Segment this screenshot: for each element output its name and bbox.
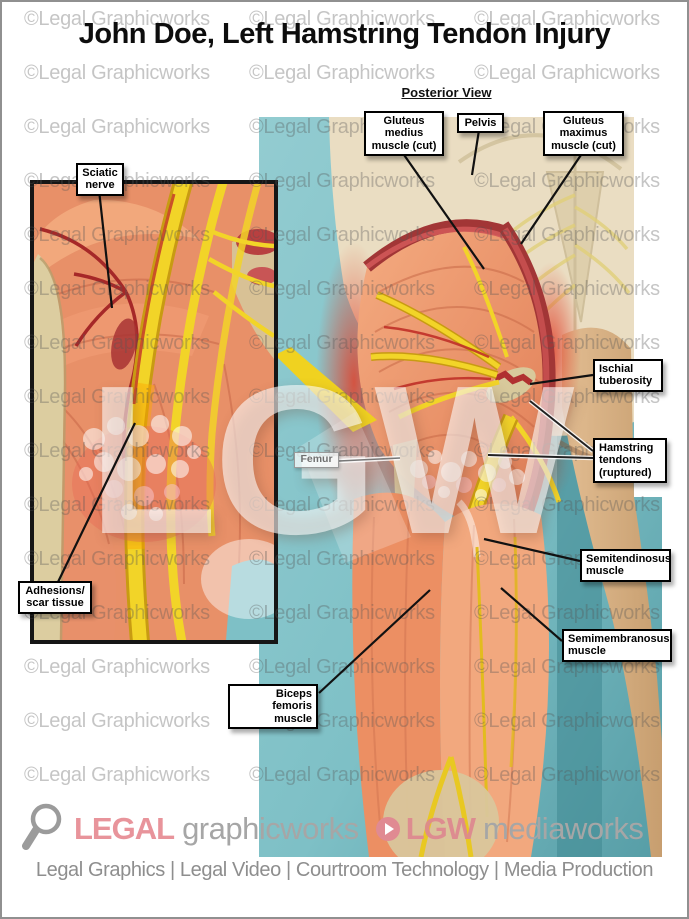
watermark-text: ©Legal Graphicworks [249,62,435,84]
nerve-beam-from-inset [275,347,377,432]
main-anatomy-illustration [259,117,662,857]
watermark-text: ©Legal Graphicworks [24,764,210,786]
inset-white-glow [201,539,274,619]
brand-legal: LEGAL [74,811,175,846]
scar-tissue-fluff [410,450,525,501]
watermark-text: ©Legal Graphicworks [24,710,210,732]
label-hamstring-tendons: Hamstring tendons (ruptured) [593,438,667,483]
watermark-text: ©Legal Graphicworks [24,116,210,138]
inset-vessel-knot [111,318,137,370]
inset-bone-edge [39,257,67,640]
label-semitendinosus: Semitendinosus muscle [580,549,671,582]
brand-graphicworks: graphicworks [182,811,359,846]
inset-anatomy-illustration [34,184,274,640]
thigh-nerve-thin-2 [509,536,518,768]
label-semimembranosus: Semimembranosus muscle [562,629,672,662]
label-pelvis: Pelvis [457,113,504,134]
label-adhesions-scar-tissue: Adhesions/ scar tissue [18,581,92,614]
brand-mediaworks: mediaworks [483,811,644,846]
inset-teal-corner [226,559,274,640]
closeup-inset-panel [30,180,278,644]
inset-bone-strip [34,254,64,640]
nerve-fork-1 [418,756,454,857]
nerve-fork-2 [448,756,474,857]
view-header: Posterior View [401,85,492,100]
margin-white [634,117,662,497]
watermark-text: ©Legal Graphicworks [24,656,210,678]
highlight-wedge [299,412,411,563]
ruptured-tendon-stump [493,370,533,386]
thigh-nerve-thin-1 [475,546,489,818]
page-title: John Doe, Left Hamstring Tendon Injury [78,18,611,50]
label-gluteus-medius: Gluteus medius muscle (cut) [364,111,444,156]
label-gluteus-maximus: Gluteus maximus muscle (cut) [543,111,624,156]
label-femur: Femur [294,452,339,468]
inset-nerve-2 [166,184,228,640]
footer-brand-row: LEGAL graphicworks LGW mediaworks [22,801,682,857]
label-ischial-tuberosity: Ischial tuberosity [593,359,663,392]
label-sciatic-nerve: Sciatic nerve [76,163,124,196]
watermark-text: ©Legal Graphicworks [24,62,210,84]
play-icon [375,817,400,841]
label-biceps-femoris: Biceps femoris muscle [228,684,318,729]
inset-nerve-branches [205,226,274,338]
magnifier-icon [22,803,62,850]
footer-tagline: Legal Graphics | Legal Video | Courtroom… [35,859,654,881]
brand-lgw: LGW [405,811,476,846]
watermark-text: ©Legal Graphicworks [474,62,660,84]
inset-muscle-band-1 [34,199,199,279]
inset-artery [132,193,176,405]
